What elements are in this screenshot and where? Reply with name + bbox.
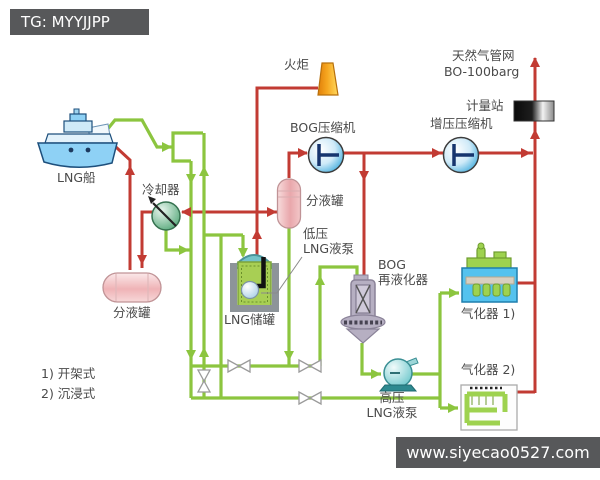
bog-compressor-label: BOG压缩机: [290, 120, 356, 135]
hp-lng-pump: [378, 357, 419, 392]
cooler-label: 冷却器: [142, 182, 180, 197]
cooler: [148, 196, 181, 231]
valve-symbols: [196, 358, 322, 406]
lng-ship: [36, 108, 118, 168]
vaporizer-2: [460, 384, 518, 431]
separator-horizontal-label: 分液罐: [113, 305, 151, 320]
metering-station: [513, 100, 555, 122]
lp-pump-label: 低压 LNG液泵: [303, 226, 354, 256]
valve-icon: [237, 358, 251, 374]
lng-storage-tank: [230, 254, 279, 312]
lp-pump-label-line1: 低压: [303, 226, 329, 241]
valve-icon: [308, 390, 322, 406]
bog-reliquefier: [340, 274, 386, 344]
booster-compressor-label: 增压压缩机: [430, 116, 493, 131]
liquid-flow-arrows: [162, 142, 459, 413]
reliquefier-label-line2: 再液化器: [378, 272, 429, 287]
legend-item-2: 2) 沉浸式: [41, 386, 96, 401]
flare-label: 火炬: [284, 57, 310, 72]
flare-stack: [317, 62, 339, 96]
separator-drum-vertical: [276, 178, 302, 229]
liquid-pipes: [96, 118, 459, 410]
reliquefier-label-line1: BOG: [378, 257, 406, 272]
booster-compressor: [442, 136, 480, 174]
hp-pump-label: 高压 LNG液泵: [356, 390, 428, 420]
vaporizer1-label: 气化器 1): [461, 306, 516, 321]
storage-tank-label: LNG储罐: [224, 312, 276, 327]
watermark-bottom-right: www.siyecao0527.com: [396, 437, 600, 468]
pipeline-label-line1: 天然气管网: [452, 48, 515, 63]
valve-icon: [227, 358, 241, 374]
lp-pump-label-line2: LNG液泵: [303, 241, 355, 256]
watermark-top-left: TG: MYYJJPP: [10, 9, 149, 35]
hp-pump-label-line2: LNG液泵: [366, 405, 418, 420]
lp-pump-sphere: [240, 280, 260, 300]
separator-vertical-label: 分液罐: [306, 193, 344, 208]
valve-icon: [308, 358, 322, 374]
metering-station-label: 计量站: [466, 98, 504, 113]
valve-icon: [196, 379, 212, 393]
pipeline-label-line2: BO-100barg: [444, 64, 520, 79]
hp-pump-label-line1: 高压: [379, 390, 405, 405]
vaporizer-1: [461, 242, 518, 303]
separator-drum-horizontal: [102, 272, 162, 303]
reliquefier-label: BOG 再液化器: [378, 257, 428, 287]
valve-icon: [196, 369, 212, 383]
valve-icon: [298, 358, 312, 374]
ship-label: LNG船: [57, 170, 96, 185]
valve-icon: [298, 390, 312, 406]
gas-flow-arrows: [125, 57, 540, 265]
vaporizer2-label: 气化器 2): [461, 362, 516, 377]
legend-item-1: 1) 开架式: [41, 366, 96, 381]
bog-compressor: [307, 136, 345, 174]
lp-pump-pointer-line: [261, 256, 303, 294]
